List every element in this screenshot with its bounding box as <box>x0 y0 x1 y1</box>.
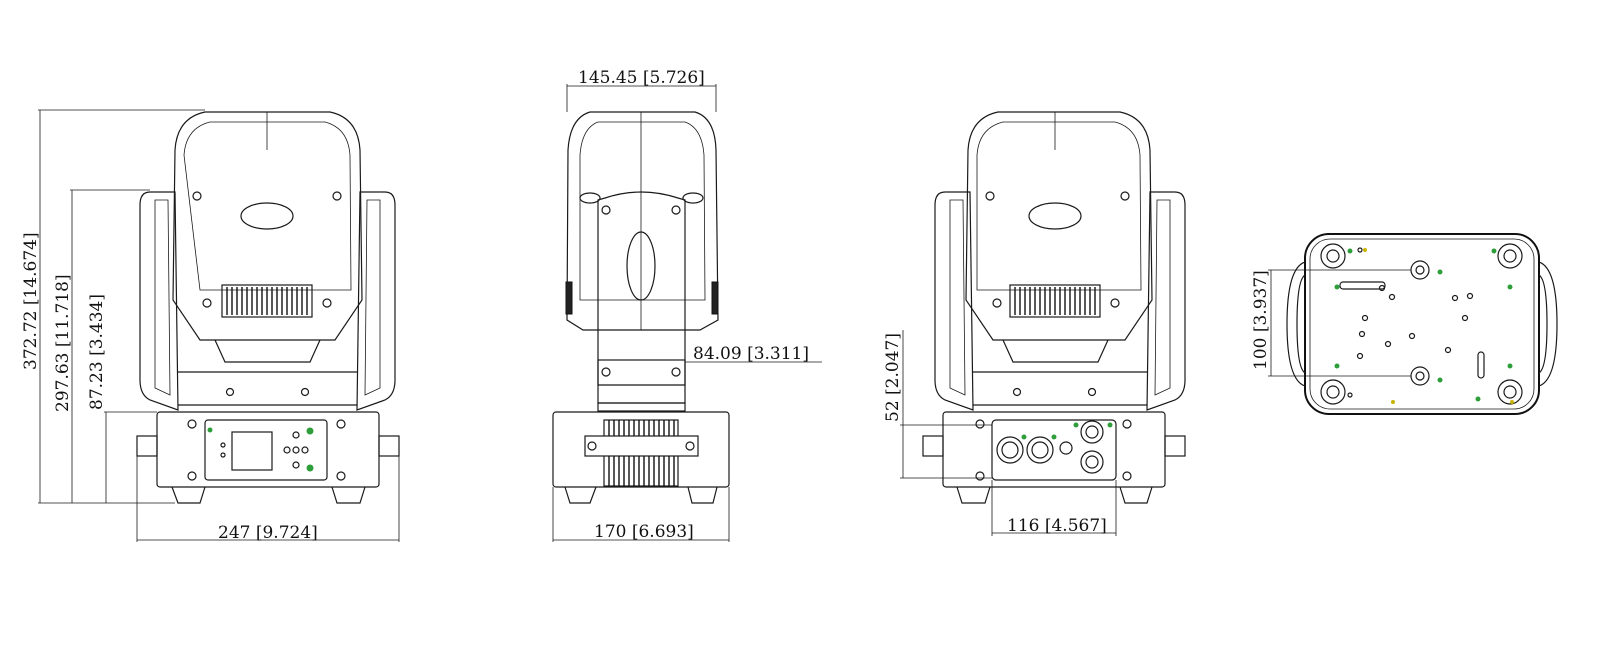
rear-heatsink <box>1009 284 1101 318</box>
front-base-height-label: 87.23 [3.434] <box>87 294 107 410</box>
rear-panel-width-label: 116 [4.567] <box>1007 516 1107 536</box>
side-yoke-offset-label: 84.09 [3.311] <box>693 344 809 364</box>
side-base-width-label: 170 [6.693] <box>594 522 694 542</box>
rear-dimensions <box>900 330 1117 536</box>
side-view: 145.45 [5.726] 84.09 [3.311] 170 [6.693] <box>552 68 822 542</box>
front-heatsink <box>221 284 313 318</box>
bottom-view: 100 [3.937] <box>1251 233 1558 415</box>
side-dimensions <box>552 84 822 542</box>
rear-panel-height-label: 52 [2.047] <box>883 333 903 422</box>
front-total-height-label: 372.72 [14.674] <box>21 232 41 370</box>
front-dimensions <box>38 109 400 542</box>
rear-view: 52 [2.047] 116 [4.567] <box>883 111 1186 536</box>
bottom-mount-spacing-label: 100 [3.937] <box>1251 270 1271 370</box>
bottom-dimensions <box>1268 269 1411 377</box>
front-width-label: 247 [9.724] <box>218 523 318 543</box>
front-view: 372.72 [14.674] 297.63 [11.718] 87.23 [3… <box>21 109 400 543</box>
side-head-width-label: 145.45 [5.726] <box>578 68 705 88</box>
front-arm-height-label: 297.63 [11.718] <box>53 274 73 412</box>
